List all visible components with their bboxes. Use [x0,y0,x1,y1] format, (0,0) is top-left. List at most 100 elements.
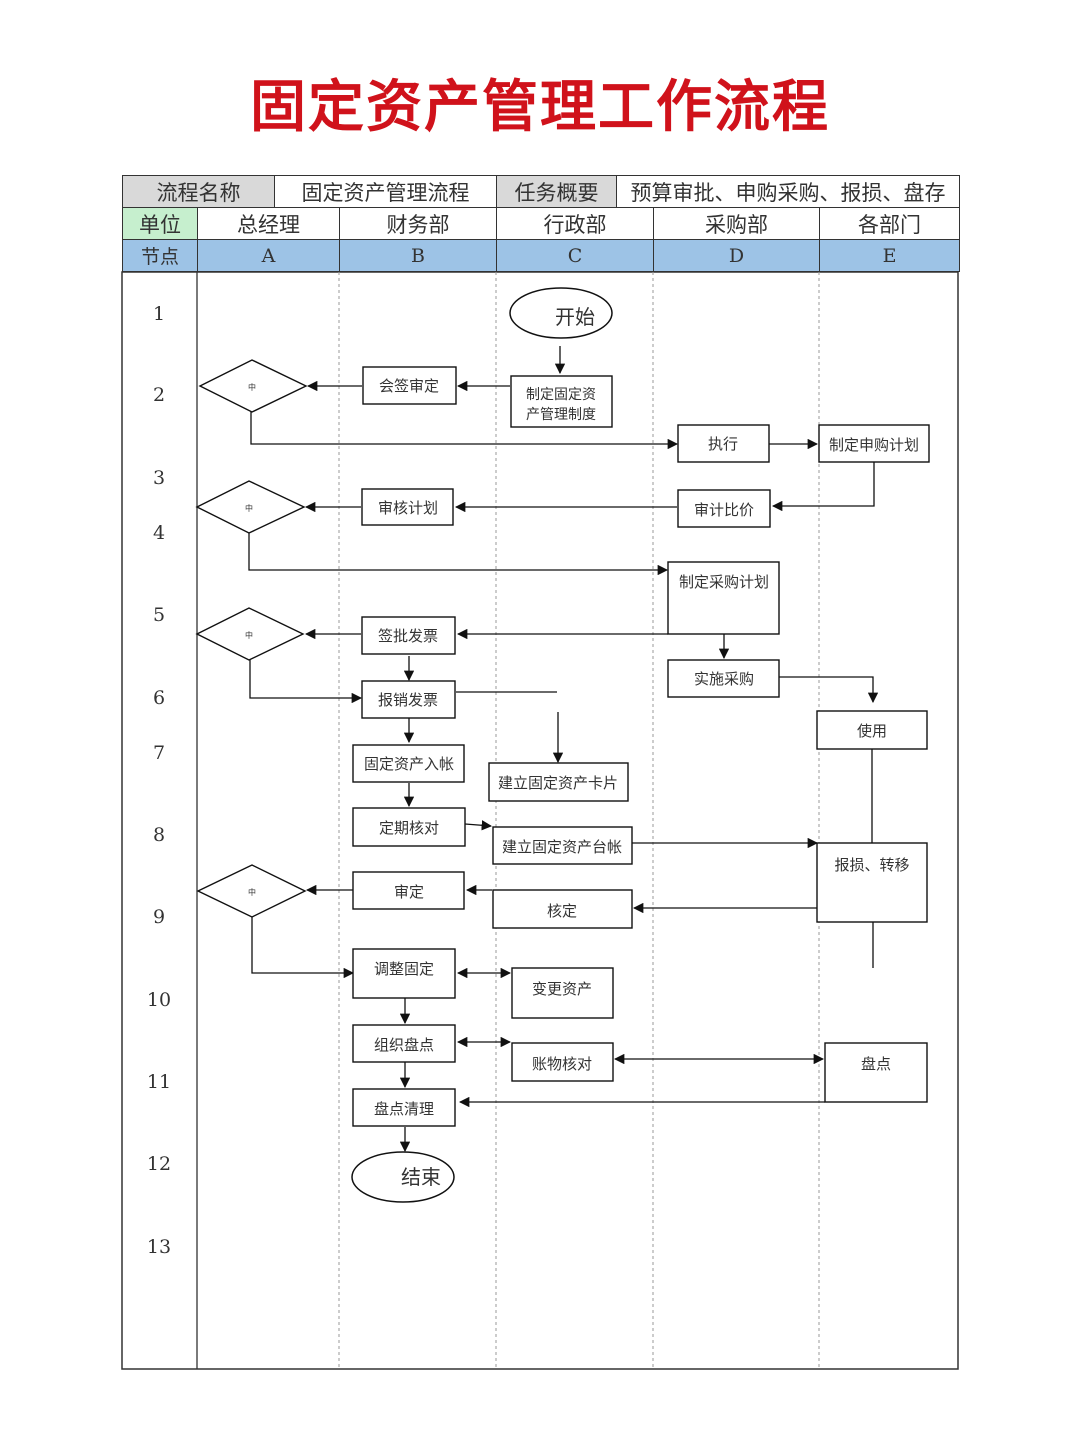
row-number: 8 [153,824,165,846]
countersign-label: 会签审定 [379,377,439,395]
box-procure-plan [667,561,780,635]
lane-name-e: 各部门 [820,208,959,239]
box-periodic-check [352,807,466,847]
box-change [511,967,614,1019]
box-asset-ledger [492,826,633,865]
adjust-label: 调整固定 [374,960,434,978]
row-number: 6 [153,687,165,709]
row-number: 4 [153,522,165,544]
lane-code-c: C [497,240,654,271]
decision-diamond [196,864,307,918]
make-policy-label: 制定固定资 [526,387,596,403]
row-number: 9 [153,906,165,928]
lane-name-b: 财务部 [340,208,497,239]
box-review-plan [361,488,454,526]
implement-purchase-label: 实施采购 [694,670,754,688]
approve-label: 审定 [394,883,424,901]
asset-entry-label: 固定资产入帐 [364,755,454,773]
count-clear-label: 盘点清理 [374,1100,434,1118]
summary-value: 预算审批、申购采购、报损、盘存 [617,176,959,207]
end-node: 结束 [351,1151,455,1203]
make-policy-line: 制定固定资 [526,387,596,403]
lane-code-e: E [820,240,959,271]
box-use [816,710,928,750]
count-label: 盘点 [861,1055,891,1073]
box-implement-purchase [667,659,780,698]
change-label: 变更资产 [532,980,592,998]
box-adjust [352,948,456,999]
box-asset-card [488,762,629,802]
box-execute [677,424,770,463]
organize-count-label: 组织盘点 [374,1036,434,1054]
decision-glyph: 中 [248,382,256,392]
process-name-label: 流程名称 [123,176,275,207]
row-number: 5 [153,604,165,626]
decision-glyphs: 中 中 中 中 [245,382,256,897]
decision-glyph: 中 [245,630,253,640]
box-approve [352,871,465,910]
decision-diamonds [195,359,308,918]
box-make-policy [510,375,613,428]
box-purchase-plan-request [818,424,930,463]
purchase-plan-request-label: 制定申购计划 [829,436,919,454]
scrap-transfer-label: 报损、转移 [834,856,909,874]
connectors [248,346,879,1153]
process-name-value: 固定资产管理流程 [275,176,497,207]
start-node: 开始 [509,287,613,339]
row-number: 3 [153,467,165,489]
header-divider [123,239,959,240]
row-numbers: 1 2 3 4 5 6 7 8 9 10 11 12 13 [147,303,171,1258]
box-count-clear [352,1088,456,1127]
lane-name-c: 行政部 [497,208,654,239]
decision-glyph: 中 [248,887,256,897]
box-reconcile [511,1042,614,1082]
make-policy-label-2: 产管理制度 [526,407,596,423]
row-number: 2 [153,384,165,406]
box-countersign [362,366,457,405]
lane-code-d: D [654,240,820,271]
audit-price-label: 审计比价 [694,501,754,519]
row-number: 12 [147,1153,171,1175]
review-plan-label: 审核计划 [378,499,438,517]
summary-label: 任务概要 [497,176,617,207]
process-header-table: 流程名称 固定资产管理流程 任务概要 预算审批、申购采购、报损、盘存 单位 总经… [122,175,960,272]
execute-label: 执行 [708,435,738,453]
box-scrap-transfer [816,842,928,923]
start-label: 开始 [555,305,595,329]
box-verify [492,889,633,929]
row-number: 1 [153,303,165,325]
body-frame [121,271,959,1370]
procure-plan-label: 制定采购计划 [679,573,769,591]
process-boxes [352,366,930,1127]
box-asset-entry [352,744,465,783]
box-count [824,1042,928,1103]
box-organize-count [352,1024,456,1063]
row-number: 13 [147,1236,171,1258]
asset-card-label: 建立固定资产卡片 [498,774,618,792]
row-number: 11 [147,1071,171,1093]
lane-code-b: B [340,240,497,271]
lane-code-a: A [198,240,340,271]
node-label: 节点 [123,240,198,271]
box-approve-invoice [361,616,456,655]
box-audit-price [677,489,771,528]
lane-name-d: 采购部 [654,208,820,239]
unit-label: 单位 [123,208,198,239]
reimburse-invoice-label: 报销发票 [378,691,438,709]
row-number: 10 [147,989,171,1011]
page-title: 固定资产管理工作流程 [250,75,830,140]
row-number: 7 [153,742,165,764]
decision-diamond [195,607,305,661]
header-divider [123,207,959,208]
asset-ledger-label: 建立固定资产台帐 [502,838,622,856]
make-policy-line: 产管理制度 [526,407,596,423]
box-reimburse-invoice [361,680,456,719]
verify-label: 核定 [547,902,577,920]
approve-invoice-label: 签批发票 [378,627,438,645]
reconcile-label: 账物核对 [532,1055,592,1073]
use-label: 使用 [857,722,887,740]
end-label: 结束 [401,1165,441,1189]
periodic-check-label: 定期核对 [379,819,439,837]
decision-diamond [198,359,308,413]
